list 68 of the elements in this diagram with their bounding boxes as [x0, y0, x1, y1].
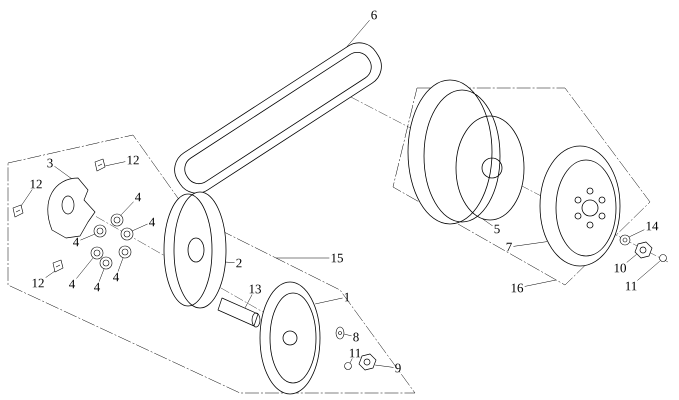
leader-line — [98, 268, 104, 282]
leader-line — [224, 262, 235, 263]
leader-line — [118, 258, 124, 272]
nut-drawing — [344, 362, 352, 370]
callout-number: 11 — [626, 282, 636, 290]
leader-line — [524, 280, 556, 287]
leader-line — [20, 189, 33, 206]
nut-drawing — [634, 242, 652, 258]
callout-number: 6 — [371, 10, 377, 20]
washer-drawing — [336, 326, 344, 340]
roller-drawing — [94, 224, 106, 238]
leader-line — [45, 270, 56, 278]
callout-number: 9 — [395, 364, 401, 372]
callout-number: 15 — [332, 254, 343, 262]
callout-number: 13 — [250, 284, 261, 294]
callout-number: 3 — [47, 158, 53, 168]
leader-line — [350, 358, 353, 364]
callout-number: 4 — [149, 218, 156, 226]
leader-line — [626, 254, 638, 263]
leader-line — [344, 334, 352, 336]
clip-drawing — [94, 158, 106, 172]
clip-drawing — [12, 204, 24, 218]
callout-number: 10 — [614, 264, 626, 272]
callout-number: 16 — [512, 284, 524, 292]
callout-number: 1 — [344, 292, 350, 302]
callout-number: 12 — [128, 156, 139, 164]
roller-drawing — [100, 256, 112, 270]
callout-number: 12 — [32, 278, 44, 288]
callout-number: 7 — [506, 242, 512, 252]
callout-number: 11 — [350, 348, 360, 358]
leader-line — [346, 20, 370, 48]
callout-number: 4 — [113, 272, 120, 282]
callout-number: 14 — [646, 222, 658, 230]
fixed-face-drawing — [260, 282, 320, 394]
leader-line — [244, 294, 252, 308]
nut-drawing — [358, 354, 376, 370]
callout-number: 2 — [236, 258, 242, 268]
callout-number: 4 — [94, 282, 100, 292]
leader-line — [76, 258, 94, 279]
callout-number: 5 — [494, 224, 500, 234]
ramp-plate-drawing — [47, 178, 96, 238]
driven-pulley-drawing — [408, 80, 524, 224]
leader-line — [637, 260, 660, 281]
pulley-face-drawing — [164, 192, 226, 308]
nut-drawing — [659, 254, 667, 262]
roller-drawing — [90, 246, 104, 260]
callout-number: 4 — [73, 238, 80, 246]
roller-drawing — [120, 228, 134, 240]
washer-drawing — [620, 234, 630, 246]
callout-number: 4 — [135, 192, 142, 202]
leader-line — [482, 218, 493, 226]
leader-line — [120, 201, 134, 216]
bushing-drawing — [218, 298, 260, 328]
callout-number: 8 — [353, 332, 359, 342]
roller-drawing — [118, 246, 132, 258]
callout-number: 12 — [30, 180, 42, 188]
leader-line — [314, 298, 343, 304]
leader-line — [513, 241, 548, 247]
drive-belt-drawing — [174, 42, 382, 194]
leader-line — [628, 229, 645, 238]
roller-drawing — [110, 214, 124, 226]
leader-line — [132, 224, 148, 232]
clip-drawing — [52, 260, 64, 272]
leader-line — [80, 234, 96, 240]
callout-number: 4 — [69, 280, 76, 288]
leader-line — [104, 161, 126, 166]
leader-line — [374, 364, 394, 368]
leader-line — [54, 166, 72, 180]
